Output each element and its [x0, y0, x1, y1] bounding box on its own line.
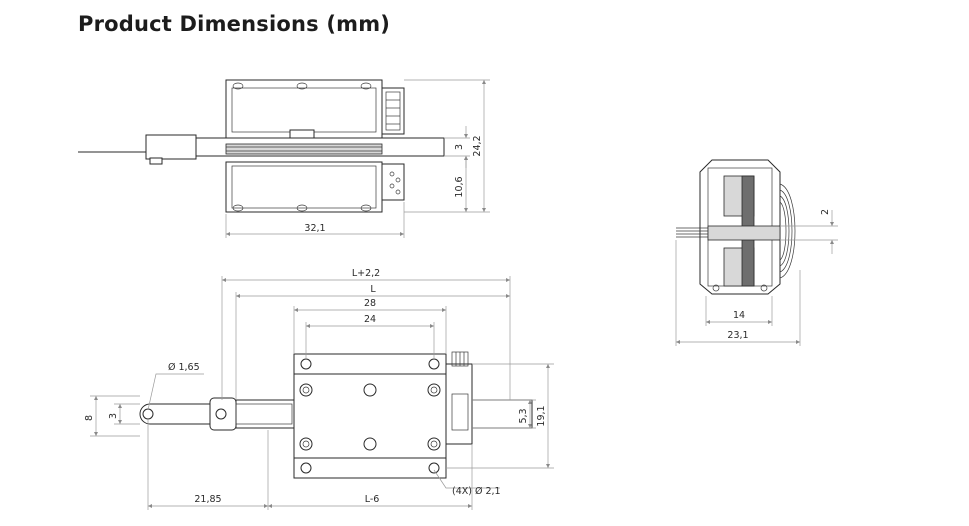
dim-l-6: L-6 [365, 494, 380, 505]
side-connector [381, 87, 405, 135]
top-view: 32,1 3 24,2 10,6 [78, 79, 490, 238]
dim-5-3: 5,3 [518, 408, 529, 423]
dim-hole-1-65: Ø 1,65 [168, 362, 200, 373]
coil-stack [225, 143, 383, 155]
dim-23-1: 23,1 [727, 330, 748, 341]
dim-32-1: 32,1 [304, 223, 325, 234]
page-title: Product Dimensions (mm) [78, 12, 391, 36]
dim-19-1: 19,1 [536, 405, 547, 426]
dim-24-2: 24,2 [472, 135, 483, 156]
dim-2: 2 [820, 209, 831, 215]
side-view: 2 14 23,1 [675, 159, 838, 346]
dim-4x-holes: (4X) Ø 2,1 [452, 486, 501, 497]
dim-28: 28 [364, 298, 376, 309]
dim-21-85: 21,85 [194, 494, 221, 505]
dim-10-6: 10,6 [454, 176, 465, 197]
dim-14: 14 [733, 310, 745, 321]
top-flange [293, 353, 447, 375]
dim-24: 24 [364, 314, 376, 325]
dim-3-front: 3 [108, 413, 119, 419]
dim-l: L [370, 284, 376, 295]
front-housing [293, 373, 447, 459]
bottom-flange [293, 457, 447, 479]
cable-connector [145, 134, 197, 160]
dim-3-top: 3 [454, 144, 465, 150]
dim-8: 8 [84, 415, 95, 421]
dim-l-plus: L+2,2 [352, 268, 380, 279]
front-view: L+2,2 L 28 24 Ø 1,65 8 3 5,3 19,1 [84, 268, 554, 510]
lower-housing [225, 161, 383, 213]
